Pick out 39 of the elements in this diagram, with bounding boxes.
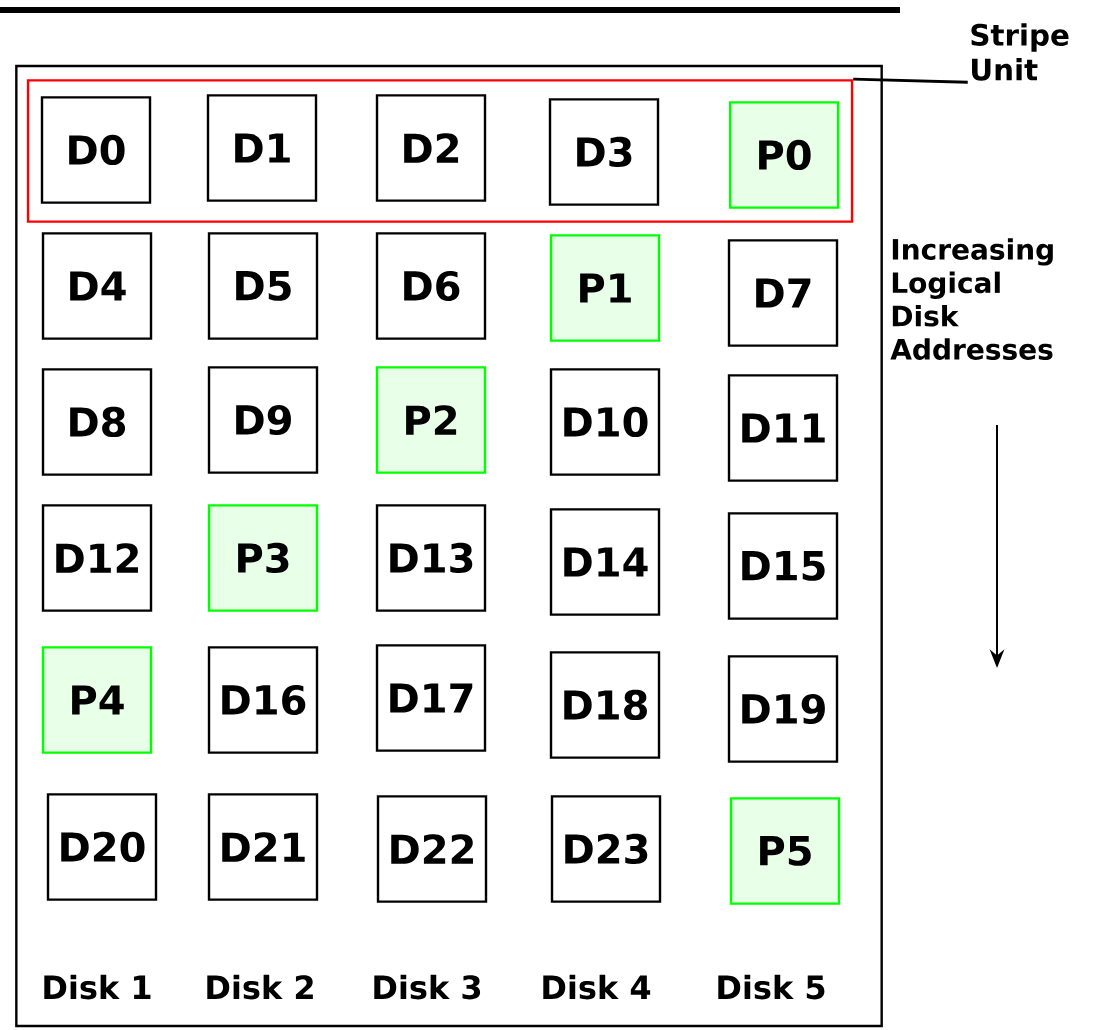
data-block: D16 — [207, 646, 319, 754]
data-block: D12 — [41, 504, 153, 612]
data-block: D4 — [41, 232, 153, 340]
data-block: D9 — [207, 366, 319, 474]
data-block: D8 — [41, 368, 153, 476]
data-block: D7 — [727, 239, 839, 347]
parity-block: P1 — [549, 234, 661, 342]
axis-label: Increasing Logical Disk Addresses — [890, 238, 1053, 360]
data-block: D3 — [548, 98, 660, 206]
disk-label: Disk 3 — [374, 974, 481, 1000]
parity-block: P0 — [728, 101, 840, 209]
data-block: D5 — [207, 232, 319, 340]
parity-block: P2 — [375, 366, 487, 474]
data-block: D18 — [549, 651, 661, 759]
callout-text: Stripe Unit — [971, 23, 1069, 81]
parity-block: P3 — [207, 504, 319, 612]
data-block: D1 — [206, 94, 318, 202]
data-block: D14 — [549, 508, 661, 616]
stripe-outline — [26, 79, 854, 223]
data-block: D19 — [727, 655, 839, 763]
data-block: D17 — [375, 644, 487, 752]
data-block: D11 — [727, 374, 839, 482]
disk-label: Disk 2 — [207, 974, 313, 1000]
array-outline — [15, 64, 883, 1028]
data-block: D15 — [727, 512, 839, 620]
data-block: D21 — [207, 793, 319, 901]
disk-label: Disk 4 — [543, 974, 651, 1000]
parity-block: P5 — [729, 797, 841, 905]
data-block: D2 — [375, 94, 487, 202]
data-block: D6 — [375, 232, 487, 340]
disk-label: Disk 5 — [718, 974, 825, 1000]
data-block: D13 — [375, 504, 487, 612]
parity-block: P4 — [41, 646, 153, 754]
data-block: D22 — [376, 795, 488, 903]
data-block: D10 — [549, 368, 661, 476]
data-block: D23 — [550, 795, 662, 903]
data-block: D0 — [40, 96, 152, 204]
data-block: D20 — [46, 793, 158, 901]
disk-label: Disk 1 — [44, 974, 151, 1000]
